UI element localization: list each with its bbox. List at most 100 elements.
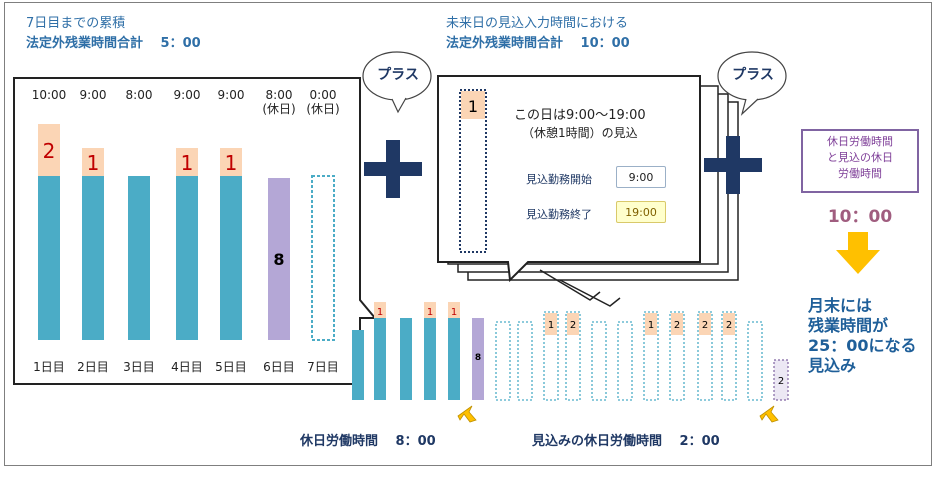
right-box-line3: 労働時間 xyxy=(838,167,882,180)
forecast-bar-overtime xyxy=(461,91,485,119)
bottom-right-label: 見込みの休日労働時間 2：00 xyxy=(532,434,720,449)
strip-bar-4 xyxy=(448,318,460,400)
forecast-title2: （休憩1時間）の見込 xyxy=(522,126,638,140)
right-box-value: 10：00 xyxy=(827,207,893,227)
conclusion-line1: 月末には xyxy=(808,296,873,315)
week-hours-7: 0:00 (休日) xyxy=(306,88,340,116)
conclusion-line3: 25：00になる xyxy=(808,336,917,355)
strip-forecast-bar-1 xyxy=(495,321,511,401)
stack-tail-2 xyxy=(559,279,621,307)
end-label: 見込勤務終了 xyxy=(526,208,592,221)
plus-right-v xyxy=(726,136,740,194)
week-overtime-1 xyxy=(38,124,60,176)
strip-bar-2 xyxy=(400,318,412,400)
strip-forecast-label-7: 1 xyxy=(648,320,654,331)
bubble-left-label: プラス xyxy=(377,67,419,83)
week-hours-6: 8:00 (休日) xyxy=(262,88,296,116)
week-hours-4: 9:00 xyxy=(173,88,201,102)
week-bar-7 xyxy=(311,175,335,341)
week-day-5: 5日目 xyxy=(215,360,247,374)
left-header-line1: 7日目までの累積 xyxy=(26,16,126,31)
pointer-arrow-left xyxy=(457,405,477,423)
week-day-3: 3日目 xyxy=(123,360,155,374)
week-hours-3: 8:00 xyxy=(125,88,153,102)
mid-header-line1: 未来日の見込入力時間における xyxy=(446,16,629,31)
strip-forecast-bar-11 xyxy=(747,321,763,401)
strip-overtime-4 xyxy=(448,302,460,318)
strip-forecast-bar-2 xyxy=(517,321,533,401)
strip-forecast-holiday-label: 2 xyxy=(778,376,784,387)
strip-forecast-overtime-7 xyxy=(645,313,657,335)
strip-overtime-1 xyxy=(374,302,386,318)
strip-forecast-overtime-4 xyxy=(567,313,579,335)
down-arrow xyxy=(836,232,880,274)
strip-forecast-label-10: 2 xyxy=(726,320,732,331)
week-bar-6 xyxy=(268,178,290,340)
strip-forecast-bar-8 xyxy=(669,311,685,401)
pointer-arrow-right xyxy=(759,405,779,423)
strip-overtime-label-3: 1 xyxy=(427,307,433,318)
week-overtime-label-5: 1 xyxy=(225,151,238,175)
week-bar-1 xyxy=(38,176,60,340)
strip-forecast-overtime-8 xyxy=(671,313,683,335)
strip-holiday-label: 8 xyxy=(475,353,481,363)
conclusion-line4: 見込み xyxy=(808,356,857,375)
week-bar-2 xyxy=(82,176,104,340)
strip-overtime-label-1: 1 xyxy=(377,307,383,318)
mid-header-line2: 法定外残業時間合計 10：00 xyxy=(446,36,630,51)
forecast-bar-outline xyxy=(459,89,487,253)
strip-bar-3 xyxy=(424,318,436,400)
strip-forecast-bar-10 xyxy=(721,311,737,401)
week-overtime-label-4: 1 xyxy=(181,151,194,175)
week-overtime-2 xyxy=(82,148,104,176)
conclusion-line2: 残業時間が xyxy=(808,316,889,335)
right-box-line2: と見込の休日 xyxy=(827,151,893,164)
forecast-title1: この日は9:00～19:00 xyxy=(514,108,646,123)
bottom-left-label: 休日労働時間 8：00 xyxy=(300,434,436,449)
week-bar-4 xyxy=(176,176,198,340)
week-holiday-label: 8 xyxy=(273,250,284,269)
strip-forecast-bar-6 xyxy=(617,321,633,401)
strip-overtime-label-4: 1 xyxy=(451,307,457,318)
strip-forecast-label-9: 2 xyxy=(702,320,708,331)
week-bar-5 xyxy=(220,176,242,340)
diagram-frame xyxy=(4,2,932,466)
end-time-field[interactable]: 19:00 xyxy=(616,201,666,223)
forecast-card xyxy=(437,75,701,283)
week-overtime-label-1: 2 xyxy=(43,139,56,163)
strip-forecast-label-4: 2 xyxy=(570,320,576,331)
strip-forecast-holiday-bar xyxy=(773,359,789,401)
week-bar-3 xyxy=(128,176,150,340)
stack-tail-1 xyxy=(539,269,601,301)
left-header-line2: 法定外残業時間合計 5：00 xyxy=(26,36,201,51)
strip-forecast-bar-4 xyxy=(565,311,581,401)
strip-forecast-overtime-10 xyxy=(723,313,735,335)
week-day-4: 4日目 xyxy=(171,360,203,374)
week-hours-1: 10:00 xyxy=(31,88,67,102)
plus-left-v xyxy=(386,140,400,198)
strip-forecast-bar-9 xyxy=(697,311,713,401)
week-day-1: 1日目 xyxy=(33,360,65,374)
strip-forecast-bar-7 xyxy=(643,311,659,401)
right-box xyxy=(801,129,919,193)
right-box-text: 休日労働時間 と見込の休日 労働時間 xyxy=(802,134,918,182)
week-overtime-label-2: 1 xyxy=(87,151,100,175)
strip-overtime-3 xyxy=(424,302,436,318)
strip-partial-bar xyxy=(352,330,364,400)
week-day-6: 6日目 xyxy=(263,360,295,374)
strip-forecast-bar-3 xyxy=(543,311,559,401)
week-hours-2: 9:00 xyxy=(79,88,107,102)
strip-holiday-bar xyxy=(472,318,484,400)
week-day-2: 2日目 xyxy=(77,360,109,374)
start-time-field[interactable]: 9:00 xyxy=(616,166,666,188)
strip-forecast-label-3: 1 xyxy=(548,320,554,331)
strip-bar-1 xyxy=(374,318,386,400)
start-label: 見込勤務開始 xyxy=(526,173,592,186)
week-day-7: 7日目 xyxy=(307,360,339,374)
conclusion: 月末には 残業時間が 25：00になる 見込み xyxy=(808,296,917,376)
strip-forecast-overtime-3 xyxy=(545,313,557,335)
bubble-left-tail xyxy=(391,97,407,114)
bubble-right-label: プラス xyxy=(732,67,774,83)
forecast-bar-label: 1 xyxy=(468,97,478,116)
